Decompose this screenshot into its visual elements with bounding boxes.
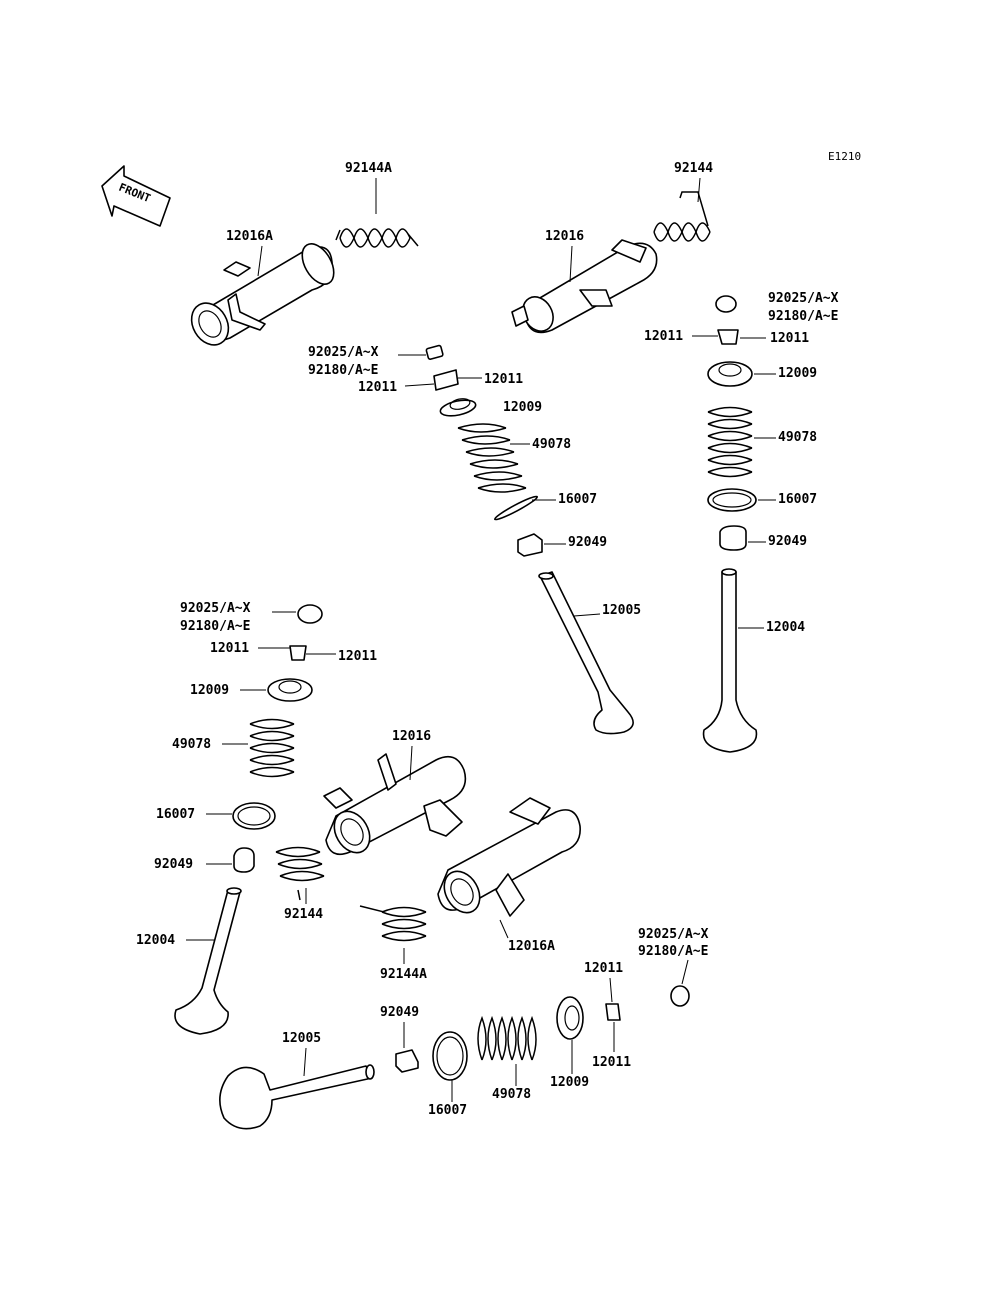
label-12009-c1: 12009 — [503, 400, 542, 415]
retainer-12009-c4 — [556, 996, 584, 1040]
label-12005-c1: 12005 — [602, 603, 641, 618]
label-12011-c2-left: 12011 — [644, 329, 683, 344]
label-12011-c3-right: 12011 — [338, 649, 377, 664]
rocker-arm-12016a-mid — [437, 797, 581, 917]
torsion-spring-92144-top — [653, 191, 711, 242]
valve-seal-92049-c4 — [395, 1049, 419, 1073]
keeper-12011-c2 — [717, 329, 739, 345]
label-12011-c3-left: 12011 — [210, 641, 249, 656]
keeper-12011-c4 — [605, 1003, 621, 1021]
label-92025-c3: 92025/A~X — [180, 601, 251, 616]
label-12011-c4-top: 12011 — [584, 961, 623, 976]
collet-92025-c1 — [425, 344, 444, 360]
rocker-arm-12016-mid — [323, 753, 467, 856]
torsion-spring-92144a-top — [335, 228, 419, 248]
label-16007-c1: 16007 — [558, 492, 597, 507]
valve-seal-92049-c3 — [233, 847, 255, 873]
label-92144-top: 92144 — [674, 161, 713, 176]
keeper-12011-c1 — [433, 369, 459, 391]
label-12016-mid: 12016 — [392, 729, 431, 744]
valve-12004-c2 — [702, 568, 758, 753]
valve-12005-c4 — [219, 1064, 375, 1130]
label-92180-c4: 92180/A~E — [638, 944, 708, 959]
valve-12005-c1 — [538, 571, 634, 735]
label-92144a-top: 92144A — [345, 161, 392, 176]
retainer-12009-c1 — [439, 398, 477, 417]
label-49078-c4: 49078 — [492, 1087, 531, 1102]
rocker-arm-12016-top — [511, 239, 658, 334]
collet-92025-c4 — [670, 985, 690, 1007]
torsion-spring-92144-mid — [275, 846, 325, 901]
collet-92025-c3 — [297, 604, 323, 624]
collet-92025-c2 — [715, 295, 737, 313]
label-12009-c4: 12009 — [550, 1075, 589, 1090]
valve-12004-c3 — [174, 887, 242, 1035]
label-12011-c2-right: 12011 — [770, 331, 809, 346]
label-49078-c1: 49078 — [532, 437, 571, 452]
label-92049-c2: 92049 — [768, 534, 807, 549]
keeper-12011-c3 — [289, 645, 307, 661]
diagram-code: E1210 — [828, 150, 861, 163]
rocker-arm-12016a-top — [190, 243, 335, 346]
label-92180-c2: 92180/A~E — [768, 309, 838, 324]
spring-seat-16007-c1 — [493, 495, 539, 521]
label-12016a-mid: 12016A — [508, 939, 555, 954]
label-16007-c2: 16007 — [778, 492, 817, 507]
label-12004-c3: 12004 — [136, 933, 175, 948]
label-49078-c3: 49078 — [172, 737, 211, 752]
spring-seat-16007-c2 — [707, 488, 757, 512]
label-12011-c1-left: 12011 — [358, 380, 397, 395]
spring-seat-16007-c4 — [432, 1031, 468, 1081]
retainer-12009-c2 — [707, 361, 753, 387]
label-12004-c2: 12004 — [766, 620, 805, 635]
label-92144-mid: 92144 — [284, 907, 323, 922]
label-12011-c4-bottom: 12011 — [592, 1055, 631, 1070]
label-12009-c3: 12009 — [190, 683, 229, 698]
label-92049-c1: 92049 — [568, 535, 607, 550]
label-92180-c3: 92180/A~E — [180, 619, 250, 634]
label-16007-c3: 16007 — [156, 807, 195, 822]
valve-spring-49078-c2 — [707, 406, 753, 478]
label-92049-c3: 92049 — [154, 857, 193, 872]
label-92025-c4: 92025/A~X — [638, 927, 709, 942]
label-92049-c4: 92049 — [380, 1005, 419, 1020]
label-92144a-mid: 92144A — [380, 967, 427, 982]
label-92025-c2: 92025/A~X — [768, 291, 839, 306]
valve-seal-92049-c1 — [517, 533, 543, 557]
valve-spring-49078-c1 — [457, 423, 527, 493]
valve-spring-49078-c3 — [249, 718, 295, 778]
label-12009-c2: 12009 — [778, 366, 817, 381]
label-16007-c4: 16007 — [428, 1103, 467, 1118]
label-12005-c4: 12005 — [282, 1031, 321, 1046]
torsion-spring-92144a-mid — [359, 905, 427, 942]
retainer-12009-c3 — [267, 678, 313, 702]
label-92180-c1: 92180/A~E — [308, 363, 378, 378]
label-12016-top: 12016 — [545, 229, 584, 244]
front-arrow-icon: FRONT — [101, 165, 171, 227]
label-92025-c1: 92025/A~X — [308, 345, 379, 360]
label-49078-c2: 49078 — [778, 430, 817, 445]
label-12016a-top: 12016A — [226, 229, 273, 244]
valve-seal-92049-c2 — [719, 525, 747, 551]
label-12011-c1-right: 12011 — [484, 372, 523, 387]
valve-spring-49078-c4 — [477, 1015, 537, 1061]
